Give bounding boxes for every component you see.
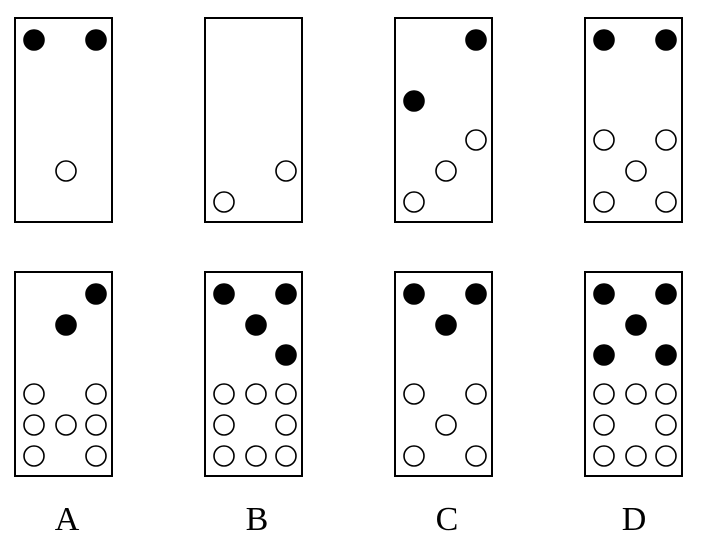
hollow-dot	[593, 383, 615, 405]
hollow-dot	[625, 445, 647, 467]
hollow-dot	[435, 414, 457, 436]
hollow-dot	[403, 445, 425, 467]
hollow-dot	[403, 383, 425, 405]
option-c-label: C	[435, 501, 459, 538]
filled-dot	[85, 29, 107, 51]
hollow-dot	[655, 383, 677, 405]
filled-dot	[593, 283, 615, 305]
hollow-dot	[593, 414, 615, 436]
hollow-dot	[465, 383, 487, 405]
hollow-dot	[275, 445, 297, 467]
hollow-dot	[23, 445, 45, 467]
filled-dot	[275, 283, 297, 305]
card-frame	[14, 271, 113, 477]
option-b-top-card	[204, 17, 303, 223]
hollow-dot	[275, 383, 297, 405]
card-frame	[584, 17, 683, 223]
filled-dot	[403, 90, 425, 112]
option-d-label: D	[621, 501, 647, 538]
filled-dot	[625, 314, 647, 336]
hollow-dot	[465, 129, 487, 151]
hollow-dot	[465, 445, 487, 467]
option-a-bottom-card	[14, 271, 113, 477]
hollow-dot	[55, 160, 77, 182]
option-b-label: B	[245, 501, 269, 538]
card-frame	[204, 17, 303, 223]
filled-dot	[85, 283, 107, 305]
hollow-dot	[593, 445, 615, 467]
filled-dot	[213, 283, 235, 305]
filled-dot	[593, 344, 615, 366]
card-frame	[394, 17, 493, 223]
hollow-dot	[655, 445, 677, 467]
option-d-top-card	[584, 17, 683, 223]
hollow-dot	[245, 383, 267, 405]
hollow-dot	[435, 160, 457, 182]
hollow-dot	[55, 414, 77, 436]
hollow-dot	[85, 445, 107, 467]
hollow-dot	[23, 414, 45, 436]
hollow-dot	[85, 414, 107, 436]
filled-dot	[593, 29, 615, 51]
card-frame	[394, 271, 493, 477]
hollow-dot	[213, 445, 235, 467]
filled-dot	[655, 283, 677, 305]
option-c-top-card	[394, 17, 493, 223]
filled-dot	[435, 314, 457, 336]
hollow-dot	[23, 383, 45, 405]
option-b-bottom-card	[204, 271, 303, 477]
filled-dot	[23, 29, 45, 51]
card-frame	[14, 17, 113, 223]
hollow-dot	[655, 414, 677, 436]
hollow-dot	[85, 383, 107, 405]
filled-dot	[275, 344, 297, 366]
hollow-dot	[625, 383, 647, 405]
option-a-label: A	[54, 501, 80, 538]
hollow-dot	[655, 129, 677, 151]
hollow-dot	[213, 383, 235, 405]
hollow-dot	[625, 160, 647, 182]
hollow-dot	[403, 191, 425, 213]
hollow-dot	[275, 414, 297, 436]
filled-dot	[403, 283, 425, 305]
hollow-dot	[593, 129, 615, 151]
hollow-dot	[593, 191, 615, 213]
hollow-dot	[213, 414, 235, 436]
hollow-dot	[213, 191, 235, 213]
filled-dot	[55, 314, 77, 336]
hollow-dot	[245, 445, 267, 467]
option-c-bottom-card	[394, 271, 493, 477]
hollow-dot	[655, 191, 677, 213]
filled-dot	[655, 29, 677, 51]
hollow-dot	[275, 160, 297, 182]
option-a-top-card	[14, 17, 113, 223]
card-frame	[204, 271, 303, 477]
card-frame	[584, 271, 683, 477]
filled-dot	[245, 314, 267, 336]
filled-dot	[465, 283, 487, 305]
filled-dot	[465, 29, 487, 51]
filled-dot	[655, 344, 677, 366]
option-d-bottom-card	[584, 271, 683, 477]
